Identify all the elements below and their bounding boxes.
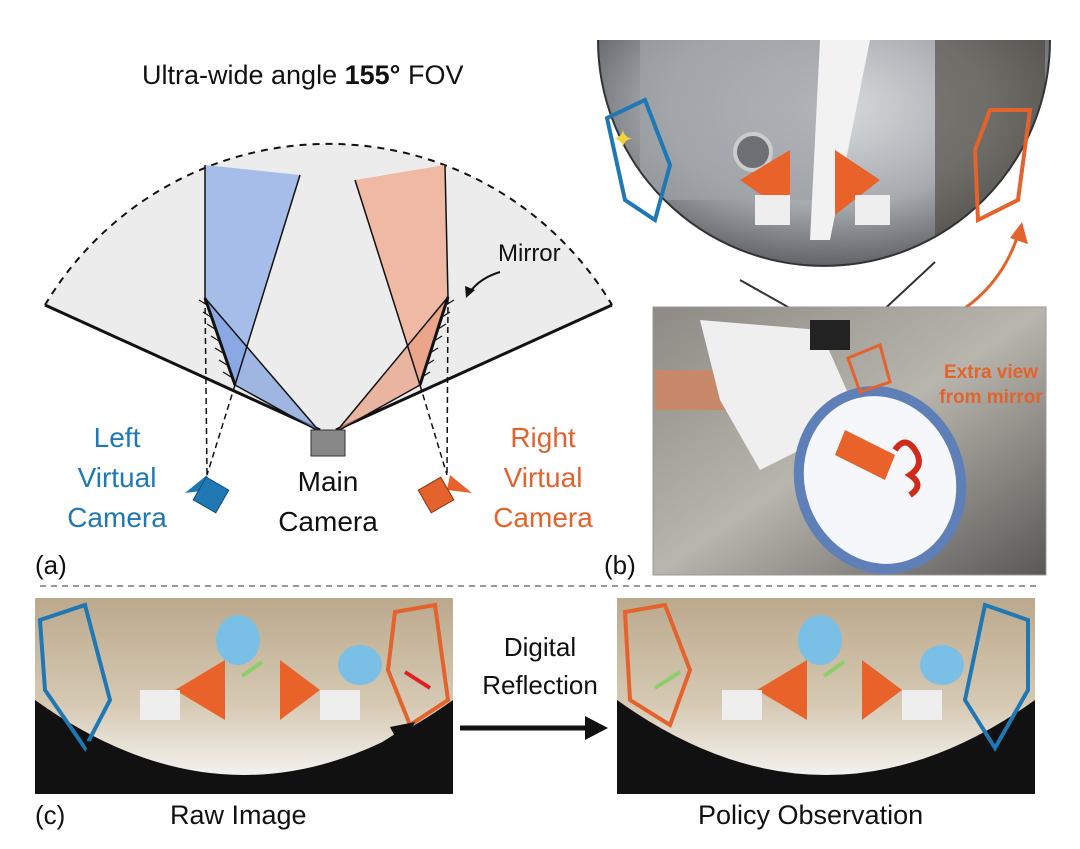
fisheye-image xyxy=(598,40,1050,266)
fov-title: Ultra-wide angle 155° FOV xyxy=(142,60,464,90)
mirror-highlight-box xyxy=(846,342,892,394)
sparkle-icon: ✦ xyxy=(612,124,634,154)
right-mirror-region xyxy=(972,108,1033,224)
gripper-photo xyxy=(652,306,1047,576)
fov-arc xyxy=(44,142,613,306)
policy-right-mirror-region xyxy=(962,602,1030,752)
right-camera-icon xyxy=(417,475,472,514)
raw-left-mirror-region xyxy=(37,602,113,752)
left-mirror xyxy=(203,297,237,386)
raw-image xyxy=(35,598,453,794)
fov-left-edge xyxy=(44,303,321,432)
mirror-label: Mirror xyxy=(498,240,561,267)
policy-observation-caption: Policy Observation xyxy=(698,800,924,830)
raw-right-mirror-region xyxy=(385,602,451,729)
panel-b-label: (b) xyxy=(604,550,636,580)
panel-c-label: (c) xyxy=(35,800,66,830)
policy-left-mirror-region xyxy=(622,602,693,729)
fov-region xyxy=(45,143,612,432)
fov-right-edge xyxy=(335,303,613,432)
left-camera-icon xyxy=(185,475,230,514)
panel-a-label: (a) xyxy=(35,550,67,580)
policy-observation-image xyxy=(617,598,1035,794)
swap-arrow xyxy=(93,727,407,793)
main-camera-icon xyxy=(310,429,346,457)
raw-image-caption: Raw Image xyxy=(170,800,307,830)
left-mirror-region xyxy=(604,97,673,224)
